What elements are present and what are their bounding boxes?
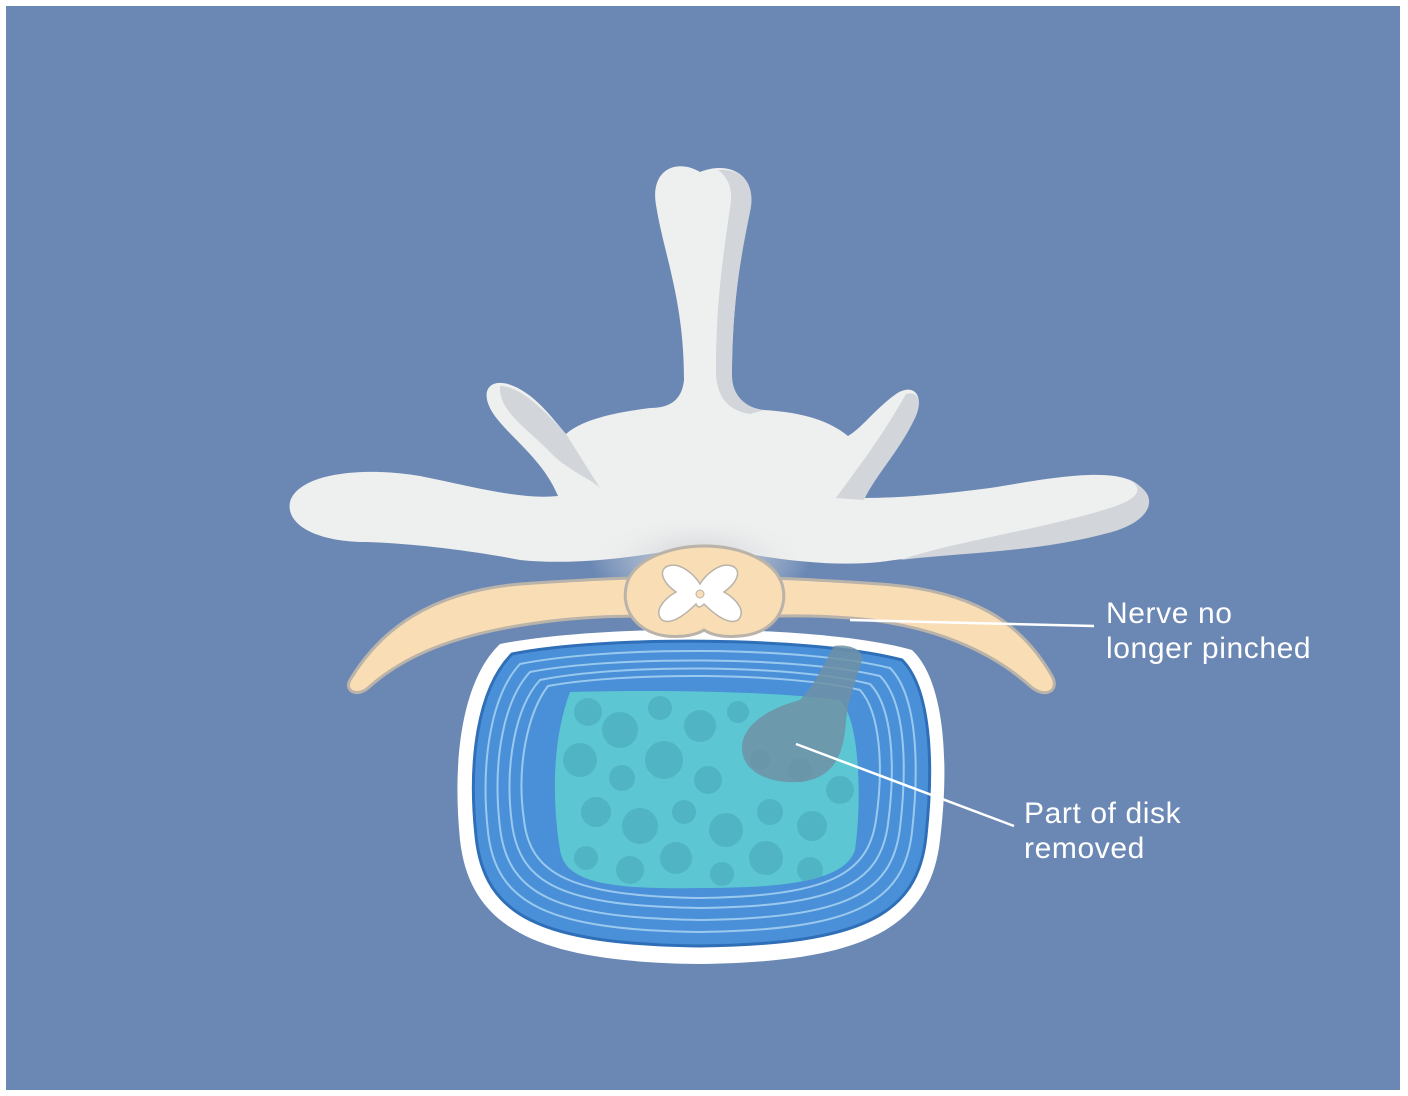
nerve-label-line1: Nerve no bbox=[1106, 596, 1311, 631]
disk-label-line2: removed bbox=[1024, 831, 1181, 866]
intervertebral-disk bbox=[457, 630, 944, 964]
nerve-label-line2: longer pinched bbox=[1106, 631, 1311, 666]
nerve-label: Nerve no longer pinched bbox=[1106, 596, 1311, 666]
disk-label: Part of disk removed bbox=[1024, 796, 1181, 866]
vertebra-bone bbox=[290, 166, 1150, 606]
disk-label-line1: Part of disk bbox=[1024, 796, 1181, 831]
spinal-cord bbox=[625, 546, 784, 637]
